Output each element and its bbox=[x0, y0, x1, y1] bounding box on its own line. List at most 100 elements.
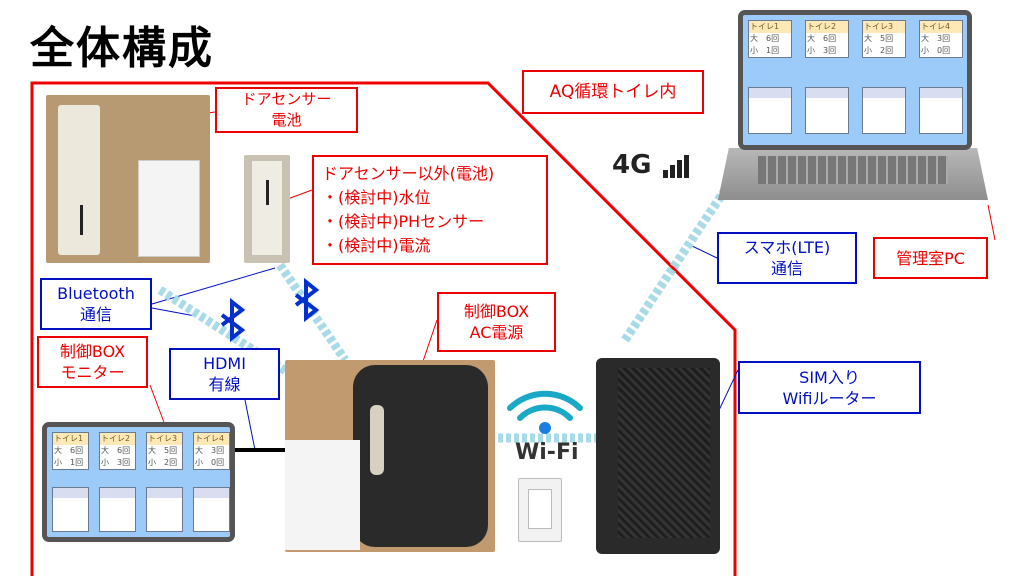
empty-card-header bbox=[920, 88, 962, 98]
label-line: ・(検討中)PHセンサー bbox=[322, 212, 485, 231]
network-4g-label: 4G bbox=[612, 150, 652, 180]
pc-label: 管理室PC bbox=[873, 237, 988, 279]
toilet-card-small: 小 2回 bbox=[864, 46, 894, 55]
area-label-text: AQ循環トイレ内 bbox=[549, 81, 677, 102]
label-line: ドアセンサー bbox=[241, 90, 332, 108]
label-line: AC電源 bbox=[469, 323, 524, 342]
label-line: ドアセンサー以外(電池) bbox=[322, 164, 495, 183]
toilet-card-small: 小 0回 bbox=[921, 46, 951, 55]
label-line: ・(検討中)水位 bbox=[322, 188, 431, 207]
connector-bluetooth-2 bbox=[151, 307, 196, 317]
connector-pc bbox=[987, 204, 996, 241]
toilet-card-large: 大 3回 bbox=[195, 446, 225, 455]
connector-monitor bbox=[149, 384, 166, 426]
page-title: 全体構成 bbox=[30, 23, 214, 74]
lte-wave bbox=[621, 187, 729, 343]
empty-card bbox=[99, 487, 136, 532]
label-line: 通信 bbox=[770, 259, 803, 278]
label-line: スマホ(LTE) bbox=[743, 238, 831, 257]
label-line: 制御BOX bbox=[59, 342, 126, 361]
toilet-card-small: 小 1回 bbox=[750, 46, 780, 55]
bluetooth-icon bbox=[220, 277, 320, 343]
connector-lte bbox=[689, 244, 718, 259]
label-line: 有線 bbox=[208, 375, 241, 394]
empty-card bbox=[919, 87, 963, 134]
toilet-card-large: 大 6回 bbox=[54, 446, 84, 455]
outlet-icon bbox=[518, 478, 562, 542]
control-box-photo bbox=[285, 360, 495, 552]
label-line: モニター bbox=[60, 363, 125, 382]
label-line: HDMI bbox=[203, 354, 246, 373]
empty-card-header bbox=[863, 88, 905, 98]
toilet-card-name: トイレ2 bbox=[100, 433, 135, 445]
area-label: AQ循環トイレ内 bbox=[522, 70, 704, 114]
label-line: 通信 bbox=[79, 305, 112, 324]
empty-card bbox=[748, 87, 792, 134]
toilet-card-small: 小 1回 bbox=[54, 458, 84, 467]
empty-card-header bbox=[53, 488, 88, 498]
toilet-card-large: 大 5回 bbox=[148, 446, 178, 455]
toilet-card-small: 小 0回 bbox=[195, 458, 225, 467]
toilet-card-name: トイレ4 bbox=[920, 21, 962, 33]
label-line: 電池 bbox=[271, 111, 302, 129]
toilet-card-large: 大 3回 bbox=[921, 34, 951, 43]
label-line: 制御BOX bbox=[463, 302, 530, 321]
signal-bars-icon bbox=[663, 155, 689, 178]
connector-bluetooth-1 bbox=[151, 267, 276, 305]
connector-hdmi bbox=[244, 399, 256, 451]
empty-card bbox=[52, 487, 89, 532]
empty-card-header bbox=[194, 488, 229, 498]
other-sensors-label: ドアセンサー以外(電池) ・(検討中)水位・(検討中)PHセンサー・(検討中)電流 bbox=[312, 155, 548, 265]
toilet-card-name: トイレ4 bbox=[194, 433, 229, 445]
empty-card-header bbox=[749, 88, 791, 98]
wifi-label: Wi-Fi bbox=[515, 440, 579, 465]
label-line: Bluetooth bbox=[57, 284, 135, 303]
sensor-photo bbox=[244, 155, 290, 263]
toilet-card-small: 小 3回 bbox=[101, 458, 131, 467]
toilet-card-small: 小 3回 bbox=[807, 46, 837, 55]
toilet-card-name: トイレ1 bbox=[749, 21, 791, 33]
toilet-card-large: 大 6回 bbox=[807, 34, 837, 43]
monitor-label: 制御BOX モニター bbox=[37, 336, 148, 388]
label-line: ・(検討中)電流 bbox=[322, 236, 431, 255]
toilet-card-name: トイレ3 bbox=[863, 21, 905, 33]
empty-card bbox=[146, 487, 183, 532]
toilet-card-name: トイレ1 bbox=[53, 433, 88, 445]
empty-card-header bbox=[147, 488, 182, 498]
empty-card bbox=[862, 87, 906, 134]
empty-card bbox=[805, 87, 849, 134]
door-sensor-photo bbox=[46, 95, 210, 263]
area-boundary bbox=[30, 81, 737, 576]
toilet-card-name: トイレ3 bbox=[147, 433, 182, 445]
label-line: Wifiルーター bbox=[782, 388, 877, 408]
empty-card-header bbox=[100, 488, 135, 498]
toilet-card-large: 大 5回 bbox=[864, 34, 894, 43]
toilet-card-large: 大 6回 bbox=[750, 34, 780, 43]
empty-card bbox=[193, 487, 230, 532]
toilet-card-large: 大 6回 bbox=[101, 446, 131, 455]
door-sensor-label: ドアセンサー電池 bbox=[215, 87, 358, 133]
toilet-card-name: トイレ2 bbox=[806, 21, 848, 33]
wifi-router-photo bbox=[596, 358, 720, 554]
toilet-card-small: 小 2回 bbox=[148, 458, 178, 467]
empty-card-header bbox=[806, 88, 848, 98]
wifi-icon bbox=[507, 390, 583, 434]
control-box-label: 制御BOX AC電源 bbox=[437, 292, 556, 352]
label-line: SIM入り bbox=[799, 367, 860, 387]
lte-label: スマホ(LTE) 通信 bbox=[717, 232, 857, 284]
bluetooth-label: Bluetooth 通信 bbox=[40, 278, 152, 330]
laptop-base bbox=[718, 148, 988, 200]
